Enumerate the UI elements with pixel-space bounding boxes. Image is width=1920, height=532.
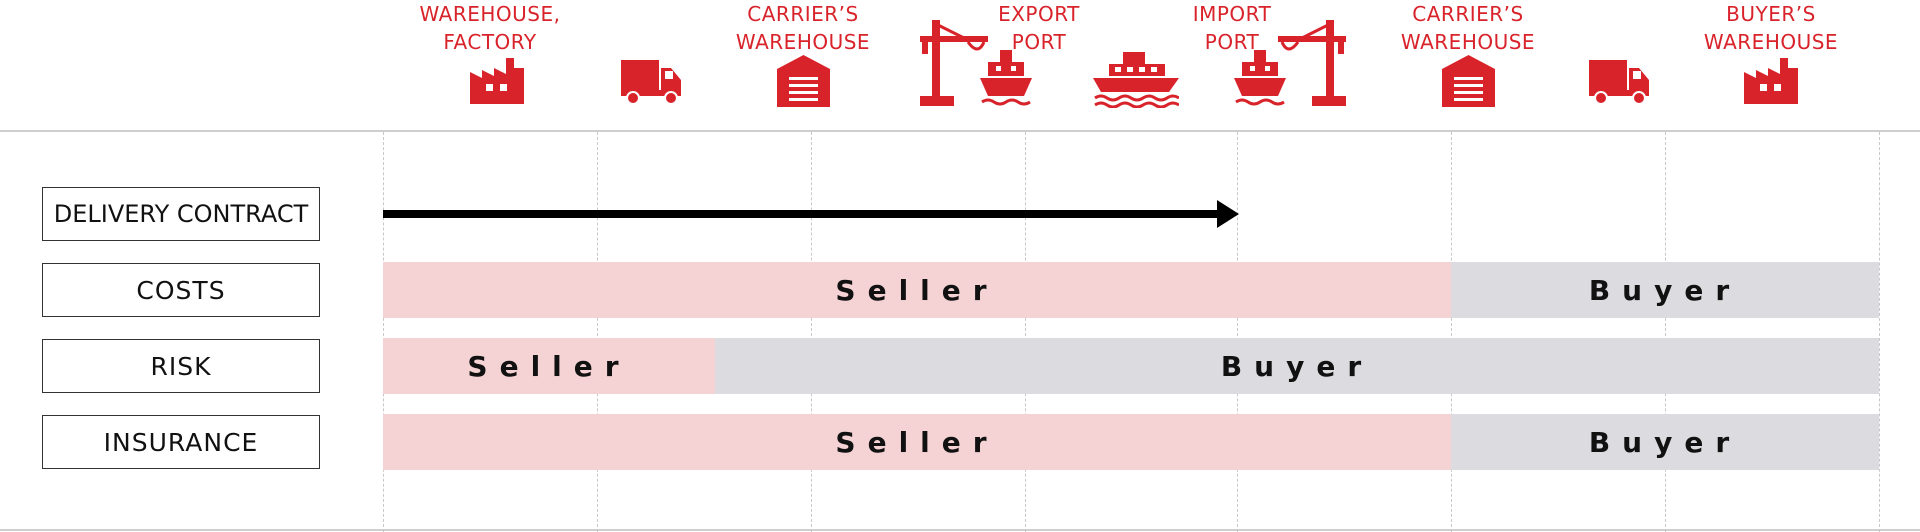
warehouse-icon	[1442, 55, 1495, 107]
row-label-delivery-contract: DELIVERY CONTRACT	[42, 187, 320, 241]
grid-line	[1025, 132, 1026, 532]
delivery-contract-arrow	[383, 200, 1239, 228]
header-divider	[0, 130, 1920, 132]
grid-line	[1879, 132, 1880, 532]
grid-line	[1665, 132, 1666, 532]
grid-line	[811, 132, 812, 532]
factory-icon	[1744, 58, 1798, 104]
grid-line	[1451, 132, 1452, 532]
bottom-divider	[0, 529, 1920, 531]
risk-buyer-segment: Buyer	[715, 338, 1879, 394]
costs-seller-segment: Seller	[383, 262, 1451, 318]
costs-buyer-segment: Buyer	[1451, 262, 1879, 318]
factory-icon	[470, 58, 524, 104]
grid-line	[1237, 132, 1238, 532]
insurance-seller-segment: Seller	[383, 414, 1451, 470]
station-label-export-port: EXPORT PORT	[998, 2, 1080, 54]
station-label-origin-warehouse: WAREHOUSE, FACTORY	[419, 2, 561, 54]
risk-seller-segment: Seller	[383, 338, 715, 394]
truck-icon	[621, 60, 681, 105]
warehouse-icon	[777, 55, 830, 107]
row-label-risk: RISK	[42, 339, 320, 393]
grid-line	[597, 132, 598, 532]
grid-line	[383, 132, 384, 532]
row-label-costs: COSTS	[42, 263, 320, 317]
station-label-buyer-warehouse: BUYER’S WAREHOUSE	[1703, 2, 1839, 54]
ship-icon	[1234, 50, 1286, 106]
crane-icon	[920, 20, 988, 106]
station-label-import-port: IMPORT PORT	[1192, 2, 1272, 54]
row-label-insurance: INSURANCE	[42, 415, 320, 469]
insurance-buyer-segment: Buyer	[1451, 414, 1879, 470]
ship-icon	[980, 50, 1032, 106]
ferry-icon	[1093, 52, 1179, 108]
crane-icon	[1278, 20, 1346, 106]
station-label-carrier-warehouse-destination: CARRIER’S WAREHOUSE	[1400, 2, 1536, 54]
station-label-carrier-warehouse-origin: CARRIER’S WAREHOUSE	[735, 2, 871, 54]
truck-icon	[1589, 60, 1649, 105]
